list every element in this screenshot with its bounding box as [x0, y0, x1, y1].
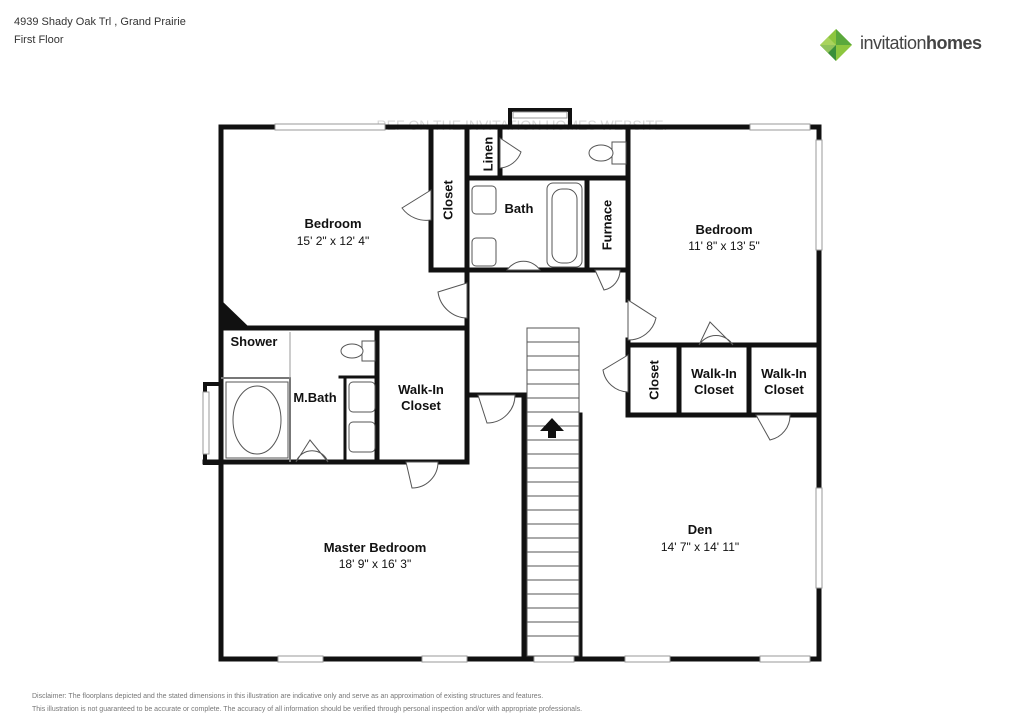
den-dims: 14' 7" x 14' 11"	[661, 540, 739, 554]
corner-column	[221, 300, 250, 328]
walkin-right2-line1: Walk-In	[761, 366, 807, 381]
walkin-center-line2: Closet	[401, 398, 441, 413]
bath-name: Bath	[505, 201, 534, 216]
floor-label: First Floor	[14, 34, 64, 46]
master-bedroom-dims: 18' 9" x 16' 3"	[339, 557, 411, 571]
invitation-homes-logo: invitationhomes	[818, 27, 1008, 63]
doors	[295, 137, 791, 489]
staircase	[526, 327, 580, 657]
logo-mark-icon	[820, 29, 852, 61]
bedroom-left-name: Bedroom	[304, 216, 361, 231]
address-text: 4939 Shady Oak Trl , Grand Prairie	[14, 16, 186, 28]
walkin-right1-line2: Closet	[694, 382, 734, 397]
windows	[202, 111, 823, 663]
furnace-name: Furnace	[599, 200, 614, 251]
bedroom-left-dims: 15' 2" x 12' 4"	[297, 234, 369, 248]
disclaimer-line1: Disclaimer: The floorplans depicted and …	[32, 693, 544, 700]
bedroom-right-dims: 11' 8" x 13' 5"	[688, 239, 760, 253]
mbath-name: M.Bath	[293, 390, 336, 405]
bedroom-right-name: Bedroom	[695, 222, 752, 237]
stair-up-arrow-icon	[540, 418, 564, 438]
logo-wordmark: invitationhomes	[860, 33, 982, 54]
fixtures	[225, 141, 627, 459]
disclaimer-line2: This illustration is not guaranteed to b…	[32, 706, 583, 713]
den-name: Den	[688, 522, 713, 537]
logo-text-bold: homes	[926, 33, 982, 53]
walkin-center-line1: Walk-In	[398, 382, 444, 397]
closet-right-name: Closet	[646, 359, 661, 399]
shower-name: Shower	[231, 334, 278, 349]
linen-name: Linen	[480, 137, 495, 172]
walkin-right1-line1: Walk-In	[691, 366, 737, 381]
walkin-right2-line2: Closet	[764, 382, 804, 397]
logo-text-light: invitation	[860, 33, 927, 53]
master-bedroom-name: Master Bedroom	[324, 540, 427, 555]
disclaimer: Disclaimer: The floorplans depicted and …	[32, 690, 582, 716]
closet-top-name: Closet	[440, 179, 455, 219]
